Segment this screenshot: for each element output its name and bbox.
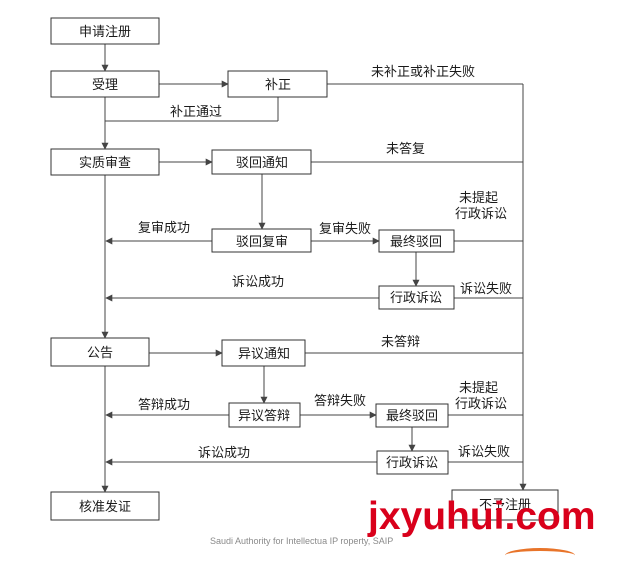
box-final-rejection-1: 最终驳回 — [378, 229, 455, 253]
label-no-suit-2-line2: 行政诉讼 — [455, 397, 507, 412]
box-publication: 公告 — [50, 337, 150, 367]
box-rejection-review-label: 驳回复审 — [236, 235, 288, 250]
box-approve-certificate: 核准发证 — [50, 491, 160, 521]
label-review-success: 复审成功 — [138, 221, 190, 236]
label-litigation-success-1: 诉讼成功 — [232, 275, 284, 290]
edge-labels: 未补正或补正失败 补正通过 未答复 未提起 行政诉讼 复审成功 复审失败 诉讼成… — [138, 65, 512, 461]
box-rejection-notice-label: 驳回通知 — [236, 155, 288, 171]
box-admin-litigation-1: 行政诉讼 — [378, 285, 455, 310]
label-no-suit-1-line2: 行政诉讼 — [455, 207, 507, 222]
box-substantive-exam: 实质审查 — [50, 148, 160, 176]
box-admin-litigation-1-label: 行政诉讼 — [390, 291, 442, 306]
label-litigation-success-2: 诉讼成功 — [198, 446, 250, 461]
label-no-reply-1: 未答复 — [386, 141, 425, 157]
box-admin-litigation-2-label: 行政诉讼 — [386, 456, 438, 471]
box-publication-label: 公告 — [87, 346, 113, 361]
box-approve-certificate-label: 核准发证 — [79, 499, 131, 515]
box-rejection-review: 驳回复审 — [211, 228, 312, 253]
box-amend: 补正 — [227, 70, 328, 98]
source-caption: Saudi Authority for Intellectua IP roper… — [210, 536, 394, 546]
box-amend-label: 补正 — [265, 78, 291, 93]
box-accept: 受理 — [50, 70, 160, 98]
label-review-fail: 复审失败 — [319, 222, 371, 237]
box-apply-label: 申请注册 — [79, 25, 131, 40]
box-opposition-reply-label: 异议答辩 — [238, 408, 290, 424]
label-no-suit-2-line1: 未提起 — [459, 380, 498, 396]
box-refuse-registration: 不予注册 — [451, 489, 559, 521]
label-litigation-fail-1: 诉讼失败 — [460, 282, 512, 297]
box-accept-label: 受理 — [92, 78, 118, 93]
label-defense-success: 答辩成功 — [138, 397, 190, 413]
connectors — [101, 44, 527, 493]
box-admin-litigation-2: 行政诉讼 — [376, 450, 449, 475]
box-substantive-exam-label: 实质审查 — [79, 156, 131, 171]
box-opposition-reply: 异议答辩 — [228, 402, 301, 428]
box-rejection-notice: 驳回通知 — [211, 149, 312, 175]
label-no-suit-1-line1: 未提起 — [459, 190, 498, 206]
label-amend-pass: 补正通过 — [170, 105, 222, 120]
boxes: 申请注册 受理 补正 实质审查 驳回通知 驳回复审 最终驳回 行政诉讼 — [50, 17, 559, 521]
label-litigation-fail-2: 诉讼失败 — [458, 445, 510, 460]
label-amend-fail: 未补正或补正失败 — [371, 65, 475, 80]
logo-swoosh — [505, 548, 575, 563]
box-refuse-registration-label: 不予注册 — [479, 498, 531, 513]
box-opposition-notice-label: 异议通知 — [238, 346, 290, 362]
box-opposition-notice: 异议通知 — [221, 339, 306, 367]
box-final-rejection-2-label: 最终驳回 — [386, 408, 438, 424]
box-final-rejection-2: 最终驳回 — [375, 403, 449, 428]
label-no-defense: 未答辩 — [381, 334, 420, 350]
watermark: jxyuhui.com — [368, 495, 596, 538]
label-defense-fail: 答辩失败 — [314, 393, 366, 409]
box-final-rejection-1-label: 最终驳回 — [390, 234, 442, 250]
box-apply: 申请注册 — [50, 17, 160, 45]
